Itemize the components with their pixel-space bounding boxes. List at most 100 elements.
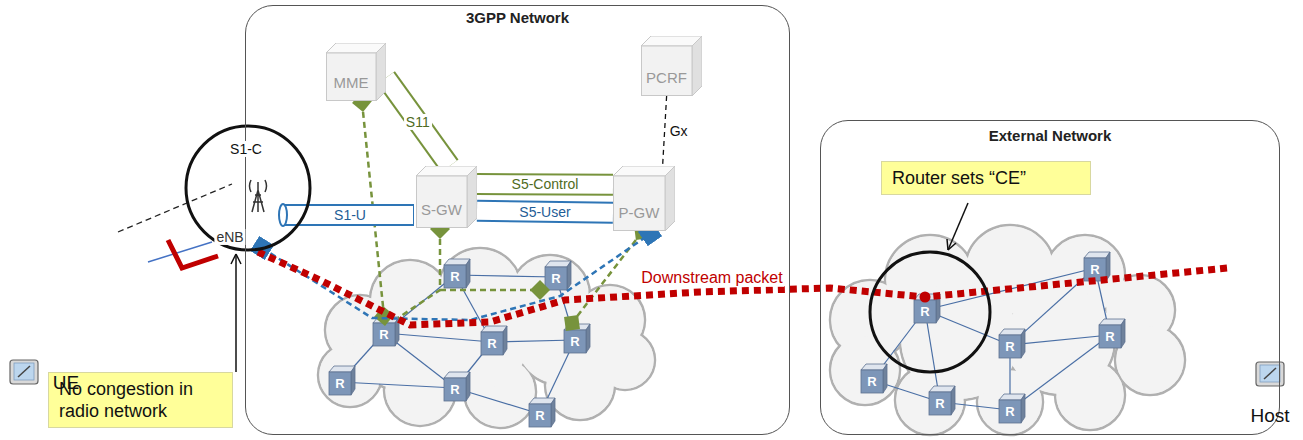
device-label: Host bbox=[1250, 405, 1289, 427]
server-cube: PCRF bbox=[641, 36, 702, 96]
router-label: R bbox=[570, 335, 579, 350]
router-top bbox=[444, 259, 470, 265]
node-label: MME bbox=[334, 74, 369, 91]
router-icon bbox=[929, 386, 955, 415]
router-side bbox=[503, 326, 507, 355]
leader-head bbox=[231, 254, 241, 264]
region-title: 3GPP Network bbox=[246, 9, 789, 26]
interface-label: S1-U bbox=[332, 207, 368, 223]
router-icon bbox=[373, 317, 399, 346]
cloud-fill bbox=[431, 291, 528, 388]
cloud-fill bbox=[831, 336, 898, 403]
router-icon bbox=[481, 326, 507, 355]
cube-front bbox=[642, 46, 693, 96]
interface-label: S11 bbox=[404, 114, 432, 130]
control-path bbox=[398, 229, 440, 318]
router-side bbox=[466, 372, 470, 401]
router-label: R bbox=[1005, 340, 1014, 355]
interface-tube bbox=[386, 78, 450, 166]
router-label: R bbox=[487, 337, 496, 352]
router-icon bbox=[529, 398, 555, 427]
router-icon bbox=[564, 324, 590, 353]
router-label: R bbox=[920, 305, 929, 320]
device-label: UE bbox=[53, 372, 79, 394]
tube-inner bbox=[477, 175, 613, 194]
control-path bbox=[572, 232, 642, 323]
router-top bbox=[329, 366, 355, 372]
router-front bbox=[444, 378, 466, 401]
cube-side bbox=[467, 166, 477, 228]
leader-head bbox=[947, 239, 956, 250]
cube-front bbox=[417, 176, 468, 228]
router-top bbox=[444, 372, 470, 378]
interface-label: S1-C bbox=[228, 141, 264, 157]
mesh-link bbox=[340, 382, 455, 388]
packet-path bbox=[258, 252, 1228, 325]
leader-line bbox=[235, 254, 237, 372]
highlight-circle bbox=[186, 126, 310, 250]
router-top bbox=[929, 386, 955, 392]
router-front bbox=[529, 404, 551, 427]
router-side bbox=[586, 324, 590, 353]
node-label: S-GW bbox=[421, 201, 462, 218]
router-side bbox=[551, 398, 555, 427]
router-front bbox=[861, 370, 883, 393]
routers bbox=[329, 252, 1125, 427]
router-icon bbox=[444, 259, 470, 288]
router-icon bbox=[999, 394, 1025, 423]
router-front bbox=[929, 392, 951, 415]
cube-top bbox=[613, 166, 675, 176]
router-front bbox=[999, 335, 1021, 358]
router-front bbox=[481, 332, 503, 355]
router-front bbox=[914, 300, 936, 323]
router-top bbox=[545, 261, 571, 267]
router-label: R bbox=[935, 397, 944, 412]
server-cube: S-GW bbox=[416, 166, 477, 228]
cube-shape bbox=[641, 36, 702, 96]
router-top bbox=[529, 398, 555, 404]
router-top bbox=[861, 364, 887, 370]
router-icon bbox=[1099, 319, 1125, 348]
cube-side bbox=[692, 36, 702, 96]
cloud-fill bbox=[1006, 286, 1113, 393]
network-region: Router sets “CE” External Network bbox=[820, 120, 1280, 435]
router-top bbox=[999, 394, 1025, 400]
network-region: MMEPCRFS-GWP-GW3GPP Network bbox=[245, 5, 790, 435]
callout-text: No congestion in radio network bbox=[59, 378, 222, 422]
packet-label: Downstream packet bbox=[639, 269, 784, 287]
router-front bbox=[444, 265, 466, 288]
ce-marker bbox=[920, 292, 931, 303]
router-front bbox=[545, 267, 567, 290]
node-label: PCRF bbox=[646, 69, 687, 86]
router-label: R bbox=[535, 409, 544, 424]
clouds bbox=[318, 225, 1185, 435]
tablet-body bbox=[10, 360, 38, 384]
callout-box: Router sets “CE” bbox=[881, 161, 1091, 195]
router-label: R bbox=[379, 328, 388, 343]
router-label: R bbox=[450, 383, 459, 398]
router-icon bbox=[545, 261, 571, 290]
antenna-icon bbox=[250, 180, 267, 212]
router-top bbox=[999, 329, 1025, 335]
cloud-fill bbox=[1116, 326, 1183, 393]
antenna-waves bbox=[250, 180, 267, 192]
router-label: R bbox=[1105, 330, 1114, 345]
interface-label: Gx bbox=[668, 123, 690, 139]
router-front bbox=[373, 323, 395, 346]
cloud bbox=[830, 225, 1185, 435]
node-label: eNB bbox=[214, 229, 245, 245]
connector-path bbox=[477, 173, 613, 196]
server-cube: MME bbox=[326, 43, 386, 101]
router-front bbox=[1099, 325, 1121, 348]
region-title: External Network bbox=[821, 127, 1279, 144]
tube-cap bbox=[279, 204, 287, 226]
router-label: R bbox=[867, 375, 876, 390]
antenna-mast bbox=[252, 182, 264, 212]
radio-link bbox=[168, 240, 218, 268]
ue-tablet bbox=[10, 360, 38, 384]
highlight-circle bbox=[870, 252, 990, 372]
control-path bbox=[440, 289, 540, 292]
s1c-line bbox=[118, 184, 232, 232]
